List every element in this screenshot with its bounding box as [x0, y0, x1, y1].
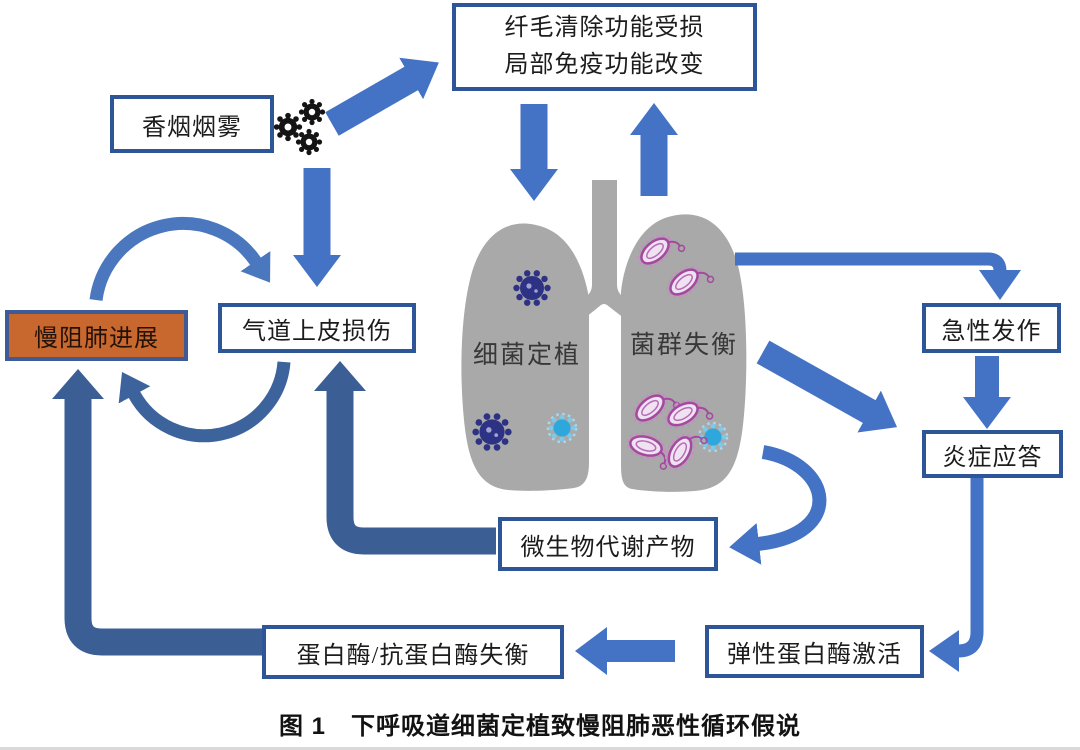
box-copd-progression: 慢阻肺进展	[5, 310, 188, 361]
box-cigarette-smoke: 香烟烟雾	[110, 95, 274, 153]
arrow-inflammation-to-elastase	[929, 478, 984, 672]
lung-label-bacterial-colonization: 细菌定植	[473, 342, 582, 369]
arc-airway-to-copd	[118, 361, 291, 443]
arrow-lung-to-inflammation	[756, 340, 898, 433]
arrow-smoke-to-ciliary	[325, 57, 439, 136]
lung-label-flora-imbalance: 菌群失衡	[630, 332, 739, 359]
smoke-particles-icon	[273, 98, 326, 156]
box-microbial-metabolites: 微生物代谢产物	[498, 517, 718, 571]
arrow-protease-to-copd	[52, 369, 263, 656]
box-acute-exacerbation: 急性发作	[922, 303, 1061, 353]
box-airway-label: 气道上皮损伤	[242, 318, 392, 345]
box-copd-progression-label: 慢阻肺进展	[34, 326, 159, 352]
arrow-metabolites-to-airway	[314, 361, 496, 555]
box-protease-imbalance: 蛋白酶/抗蛋白酶失衡	[262, 625, 564, 679]
arc-copd-to-airway	[89, 217, 271, 301]
box-ciliary-line2: 局部免疫功能改变	[504, 52, 705, 78]
box-ciliary-function: 纤毛清除功能受损 局部免疫功能改变	[452, 3, 757, 91]
trachea	[565, 180, 644, 326]
arrow-lung-to-acute	[735, 252, 1021, 300]
figure-caption: 图 1 下呼吸道细菌定植致慢阻肺恶性循环假说	[278, 713, 801, 740]
page-bottom-rule	[0, 747, 1080, 750]
box-ciliary-line1: 纤毛清除功能受损	[504, 14, 705, 41]
box-airway-epithelial-damage: 气道上皮损伤	[218, 303, 416, 353]
box-inflammation-label: 炎症应答	[942, 444, 1043, 471]
box-protease-label: 蛋白酶/抗蛋白酶失衡	[296, 642, 530, 669]
box-elastase-activation: 弹性蛋白酶激活	[705, 625, 924, 678]
arc-lung-to-metabolites	[729, 445, 827, 565]
box-acute-label: 急性发作	[941, 318, 1042, 345]
box-cigarette-smoke-label: 香烟烟雾	[142, 114, 242, 141]
box-metabolites-label: 微生物代谢产物	[520, 534, 696, 561]
box-elastase-label: 弹性蛋白酶激活	[727, 642, 902, 668]
box-inflammatory-response: 炎症应答	[922, 430, 1063, 478]
